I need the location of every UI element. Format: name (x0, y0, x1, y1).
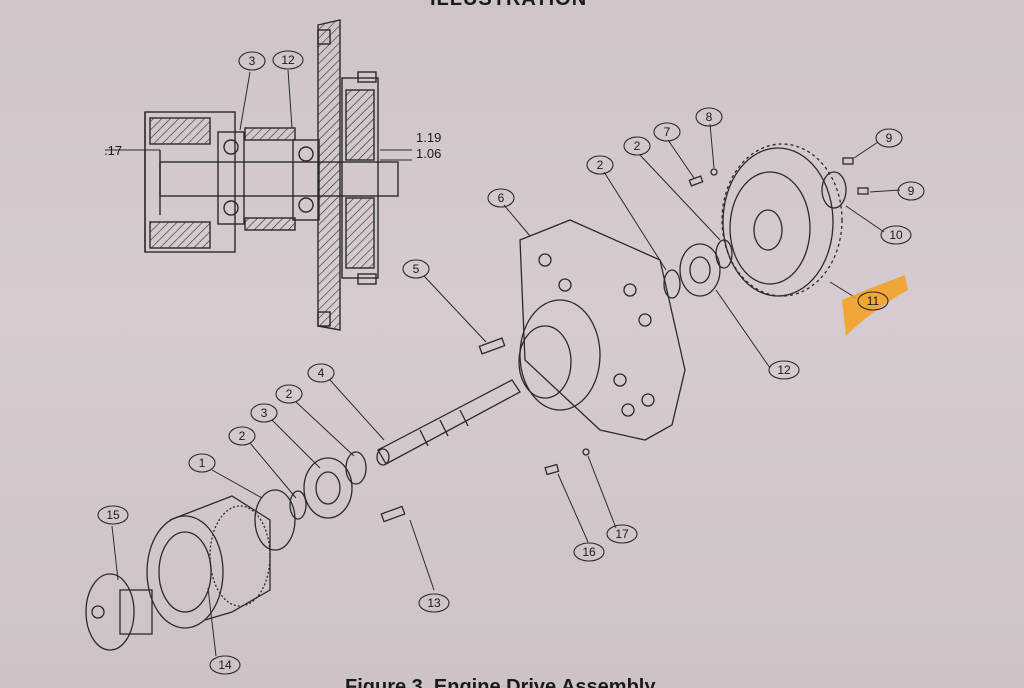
callout-label: 14 (218, 658, 232, 672)
callout-label: 12 (281, 53, 295, 67)
clutch-part (721, 143, 843, 297)
callout-label: 9 (908, 184, 915, 198)
shaft-part (376, 379, 521, 466)
key-part (478, 337, 506, 355)
callout-label: 4 (318, 366, 325, 380)
pulley-part (146, 495, 271, 629)
callout-label: 9 (886, 131, 893, 145)
callout-12 (768, 360, 800, 380)
flange-plate-part (518, 219, 686, 441)
callout-2-d (623, 136, 651, 156)
key-part (380, 505, 406, 523)
callout-15 (97, 505, 129, 525)
callout-8 (695, 107, 723, 127)
callout-6 (487, 188, 515, 208)
callout-label: 2 (597, 158, 604, 172)
callout-3 (250, 403, 278, 423)
callout-label: 13 (427, 596, 441, 610)
figure-caption: Figure 3. Engine Drive Assembly (345, 676, 656, 688)
callout-label: 8 (706, 110, 713, 124)
callout-14 (209, 655, 241, 675)
callout-17 (606, 524, 638, 544)
callout-2-c (586, 155, 614, 175)
callout-label: 15 (106, 508, 120, 522)
exploded-parts (85, 123, 901, 657)
callout-2-a (228, 426, 256, 446)
callout-7 (653, 122, 681, 142)
callout-label: 2 (634, 139, 641, 153)
callout-3-section (238, 51, 266, 71)
callout-10 (880, 225, 912, 245)
callout-1 (188, 453, 216, 473)
callout-label: 6 (498, 191, 505, 205)
callout-label: 12 (777, 363, 791, 377)
screw-part (842, 157, 854, 165)
callout-5 (402, 259, 430, 279)
dimension-left: .17 (104, 143, 122, 158)
highlighter-mark (842, 275, 908, 336)
header-title: ILLUSTRATION (430, 0, 587, 11)
bushing-part (821, 171, 847, 209)
callout-2-b (275, 384, 303, 404)
ring-part (289, 490, 307, 520)
callout-label: 2 (286, 387, 293, 401)
callout-label: 1 (199, 456, 206, 470)
callout-9-b (897, 181, 925, 201)
callout-11 (857, 291, 889, 311)
callout-12-section (272, 50, 304, 70)
dimension-right-bottom: 1.06 (416, 146, 441, 161)
screw-part (857, 187, 869, 195)
callout-label: 7 (664, 125, 671, 139)
callout-label: 5 (413, 262, 420, 276)
callout-label: 3 (249, 54, 256, 68)
callout-label: 17 (615, 527, 629, 541)
callout-label: 2 (239, 429, 246, 443)
callout-label: 16 (582, 545, 596, 559)
callout-label: 10 (889, 228, 903, 242)
callout-16 (573, 542, 605, 562)
hub-part (85, 573, 153, 651)
callout-9-a (875, 128, 903, 148)
section-view (105, 19, 412, 331)
snap-ring-part (254, 489, 296, 551)
callout-13 (418, 593, 450, 613)
callout-label: 3 (261, 406, 268, 420)
dimension-right-top: 1.19 (416, 130, 441, 145)
callout-label: 11 (867, 294, 880, 308)
bearing-part (303, 457, 353, 519)
callout-4 (307, 363, 335, 383)
